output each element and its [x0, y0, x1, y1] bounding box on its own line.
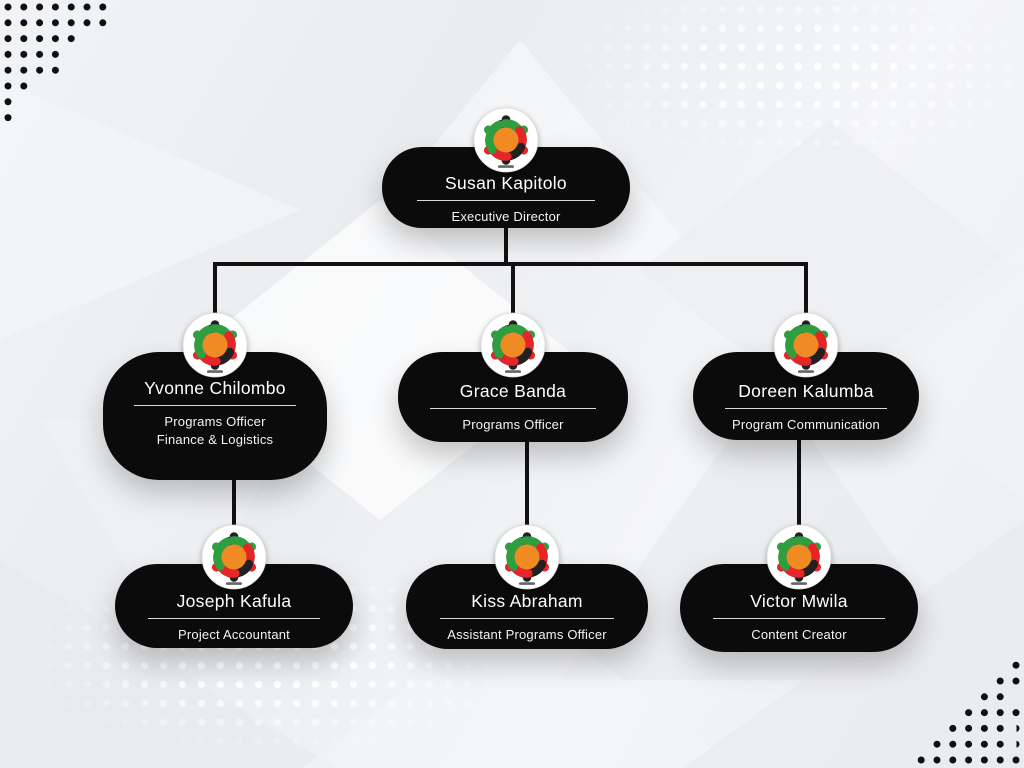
divider	[439, 618, 615, 619]
connector-doreen-victor	[797, 438, 801, 528]
person-title: Executive Director	[451, 209, 561, 224]
person-name: Joseph Kafula	[176, 591, 292, 611]
connector-drop-yvonne	[213, 262, 217, 316]
person-name: Doreen Kalumba	[738, 381, 874, 401]
person-name: Grace Banda	[459, 381, 567, 401]
person-name: Kiss Abraham	[471, 591, 583, 611]
node-victor-mwila: Victor Mwila Content Creator	[680, 524, 918, 652]
person-name: Susan Kapitolo	[445, 173, 567, 193]
node-kiss-abraham: Kiss Abraham Assistant Programs Officer	[406, 524, 648, 649]
person-title: Content Creator	[751, 627, 847, 642]
person-name: Victor Mwila	[750, 591, 848, 611]
people-circle-logo-icon	[182, 312, 248, 378]
corner-dots-bottom-right	[917, 661, 1020, 764]
person-title: Assistant Programs Officer	[447, 627, 607, 642]
divider	[148, 618, 320, 619]
people-circle-logo-icon	[494, 524, 560, 590]
connector-drop-grace	[511, 262, 515, 316]
node-doreen-kalumba: Doreen Kalumba Program Communication	[693, 312, 919, 440]
people-circle-logo-icon	[766, 524, 832, 590]
person-title-line2: Finance & Logistics	[156, 432, 274, 447]
person-title: Project Accountant	[178, 627, 290, 642]
person-name: Yvonne Chilombo	[144, 378, 286, 398]
divider	[416, 200, 596, 201]
person-title: Programs Officer	[164, 414, 266, 429]
connector-drop-doreen	[804, 262, 808, 316]
person-title: Program Communication	[732, 417, 880, 432]
divider	[713, 618, 885, 619]
people-circle-logo-icon	[480, 312, 546, 378]
connector-stem-director	[504, 228, 508, 264]
corner-dots-top-left	[4, 3, 123, 122]
person-title: Programs Officer	[462, 417, 564, 432]
connector-horizontal-bar	[213, 262, 808, 266]
connector-grace-kiss	[525, 440, 529, 528]
node-susan-kapitolo: Susan Kapitolo Executive Director	[382, 107, 630, 228]
node-joseph-kafula: Joseph Kafula Project Accountant	[115, 524, 353, 648]
person-card: Grace Banda Programs Officer	[398, 352, 628, 442]
person-card: Kiss Abraham Assistant Programs Officer	[406, 564, 648, 649]
node-yvonne-chilombo: Yvonne Chilombo Programs Officer Finance…	[103, 312, 327, 480]
people-circle-logo-icon	[473, 107, 539, 173]
halftone-dots-top-right	[580, 0, 1024, 160]
node-grace-banda: Grace Banda Programs Officer	[398, 312, 628, 442]
divider	[430, 408, 596, 409]
divider	[134, 405, 296, 406]
divider	[724, 408, 888, 409]
people-circle-logo-icon	[201, 524, 267, 590]
people-circle-logo-icon	[773, 312, 839, 378]
person-card: Doreen Kalumba Program Communication	[693, 352, 919, 440]
connector-yvonne-joseph	[232, 478, 236, 528]
